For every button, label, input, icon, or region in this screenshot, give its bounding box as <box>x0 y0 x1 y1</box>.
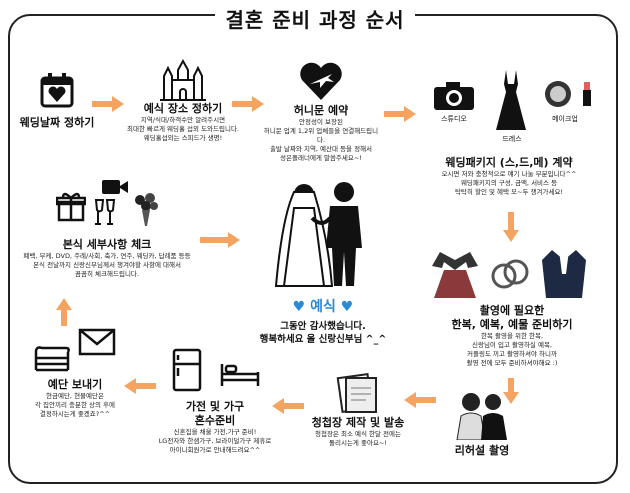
camera-icon <box>434 82 474 110</box>
step-title: 청첩장 제작 및 발송 <box>311 416 405 429</box>
heart-icon: ♥ <box>292 299 306 315</box>
step-title: 예단 보내기 <box>47 378 103 391</box>
video-camera-icon <box>102 178 128 196</box>
step-desc-line: 탁탁히 할인 및 혜택 모~두 챙겨가세요! <box>454 188 564 196</box>
label-makeup: 메이크업 <box>552 115 578 123</box>
step-yedan: 예단 보내기 현금예단, 현물예단은 각 집안끼리 충분한 상의 후에 결정하시… <box>20 328 130 419</box>
gift-icon <box>56 192 86 222</box>
bed-icon <box>220 360 260 388</box>
castle-icon <box>158 58 208 102</box>
step-ceremony: ♥ 예식 ♥ 그동안 감사했습니다. 행복하세요 올 신랑신부님 ^_^ <box>238 178 408 346</box>
airplane-heart-icon <box>298 60 344 102</box>
dress-icon <box>496 70 526 130</box>
arrow-right-icon <box>92 96 124 112</box>
arrow-left-icon <box>124 378 156 394</box>
step-desc-line: 폐백, 부케, DVD, 주례/사회, 축가, 연주, 웨딩카, 답례품 등등 <box>23 252 191 260</box>
step-venue: 예식 장소 정하기 지역/식대/하객수만 알려주시면 최대한 빠르게 웨딩홀 섭… <box>118 58 248 143</box>
step-desc-line: 허니문 업계 1,2위 업체들을 연결해드립니다. <box>263 127 379 144</box>
step-desc-line: 꼼꼼히 체크해드립니다. <box>75 270 139 278</box>
step-desc-line: 촬영 전에 모두 준비하셔야해요 :) <box>466 359 558 367</box>
step-desc-line: 한복 촬영을 위한 한복, <box>480 332 544 340</box>
step-desc-line: 결정하시는게 좋겠죠?^^ <box>39 410 111 418</box>
step-title: 본식 세부사항 체크 <box>62 238 152 251</box>
step-desc-line: 현금예단, 현물예단은 <box>46 392 104 400</box>
arrow-up-icon <box>56 298 72 326</box>
step-title: 한복, 예복, 예물 준비하기 <box>451 318 573 331</box>
step-desc-line: 돌리시는게 좋아요~! <box>329 439 387 447</box>
toast-glasses-icon <box>92 198 118 226</box>
makeup-icon <box>544 80 594 108</box>
arrow-down-icon <box>503 378 519 404</box>
step-desc-line: 신랑님이 입고 촬영하실 예복, <box>471 341 553 349</box>
step-desc-line: 각 집안끼리 충분한 상의 후에 <box>34 401 116 409</box>
step-checklist: 본식 세부사항 체크 폐백, 부케, DVD, 주례/사회, 축가, 연주, 웨… <box>12 178 202 279</box>
page-title: 결혼 준비 과정 순서 <box>0 4 630 33</box>
step-title: 예식 <box>310 299 336 315</box>
envelope-icon <box>78 328 116 356</box>
step-title: 웨딩날짜 정하기 <box>19 116 95 129</box>
heart-icon: ♥ <box>340 299 354 315</box>
step-rehearsal: 리허설 촬영 <box>432 386 532 458</box>
step-desc-line: 커플링도 끼고 촬영하셔야 하니까 <box>467 350 557 358</box>
step-desc-line: 청첩장은 최소 예식 한달 전에는 <box>314 430 401 438</box>
arrow-right-icon <box>384 106 416 122</box>
arrow-left-icon <box>404 392 436 408</box>
step-desc-line: 웨딩홀섭외는 스피드가 생명! <box>143 134 223 142</box>
bride-groom-icon <box>268 178 378 290</box>
arrow-left-icon <box>272 398 304 414</box>
step-desc-line: LG전자와 한샘가구, 브라이덜가구 제휴로 <box>158 437 272 445</box>
step-attire: 촬영에 필요한 한복, 예복, 예물 준비하기 한복 촬영을 위한 한복, 신랑… <box>432 248 592 368</box>
refrigerator-icon <box>172 348 202 392</box>
hanbok-icon <box>432 248 478 298</box>
step-desc-line: 출발 날짜와 지역, 예산대 등을 정해서 <box>269 145 373 153</box>
rings-icon <box>490 258 530 290</box>
step-desc-line: 오시면 저와 충청적으로 얘기 나눌 부분입니다^^ <box>441 170 577 178</box>
arrow-right-icon <box>232 96 264 112</box>
step-furniture: 가전 및 가구 혼수준비 신혼집을 채울 가전,가구 준비! LG전자와 한샘가… <box>150 348 280 455</box>
step-desc-line: 행복하세요 올 신랑신부님 ^_^ <box>259 334 387 345</box>
calendar-heart-icon <box>40 72 74 108</box>
step-desc-line: 성은플래너에게 말씀주세요~! <box>280 154 362 162</box>
invitation-card-icon <box>336 372 380 414</box>
step-desc-line: 본식 전날까지 신랑신부님께서 챙겨야할 사항에 대해서 <box>33 261 181 269</box>
step-title: 가전 및 가구 <box>185 400 245 413</box>
step-title: 예식 장소 정하기 <box>143 102 223 115</box>
step-title: 촬영에 필요한 <box>479 304 545 317</box>
step-invitation: 청첩장 제작 및 발송 청첩장은 최소 예식 한달 전에는 돌리시는게 좋아요~… <box>298 372 418 448</box>
bouquet-icon <box>130 192 162 228</box>
suit-icon <box>542 248 586 298</box>
ceremony-heading: ♥ 예식 ♥ <box>238 296 408 316</box>
step-desc-line: 아이니회원가로 안내해드려요^^ <box>169 446 261 454</box>
label-studio: 스튜디오 <box>441 115 467 123</box>
step-desc-line: 그동안 감사했습니다. <box>280 321 366 332</box>
label-dress: 드레스 <box>502 135 522 143</box>
arrow-right-icon <box>200 232 240 248</box>
step-title: 웨딩패키지 (스,드,메) 계약 <box>445 156 573 169</box>
step-honeymoon: 허니문 예약 안정성이 보장된 허니문 업계 1,2위 업체들을 연결해드립니다… <box>262 60 380 163</box>
step-wedding-date: 웨딩날짜 정하기 <box>12 72 102 130</box>
blanket-icon <box>32 344 72 372</box>
step-title: 허니문 예약 <box>293 104 349 117</box>
step-desc-line: 안정성이 보장된 <box>299 118 343 126</box>
step-desc-line: 웨딩패키지의 구성, 금액, 서비스 등 <box>460 179 558 187</box>
arrow-down-icon <box>503 212 519 242</box>
couple-photo-icon <box>451 386 513 440</box>
step-title: 리허설 촬영 <box>454 444 510 457</box>
step-sdm-package: 스튜디오 드레스 메이크업 웨딩패키지 (스,드,메) 계약 오시면 저와 충청… <box>414 70 604 197</box>
step-desc-line: 지역/식대/하객수만 알려주시면 <box>140 116 226 124</box>
step-title: 혼수준비 <box>194 414 236 427</box>
step-desc-line: 신혼집을 채울 가전,가구 준비! <box>173 428 257 436</box>
step-desc-line: 최대한 빠르게 웨딩홀 섭외 도와드립니다. <box>127 125 239 133</box>
